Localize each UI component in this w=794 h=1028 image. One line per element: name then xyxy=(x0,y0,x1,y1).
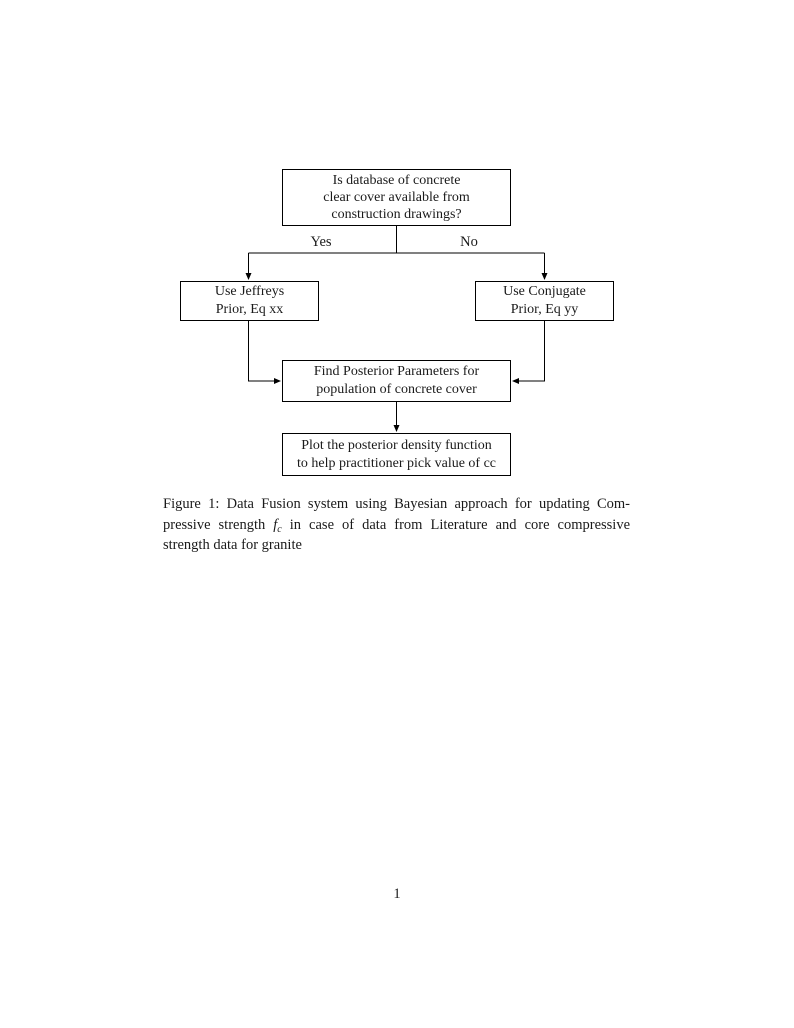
connector-conjugate-to-posterior xyxy=(512,321,545,384)
figure-caption-line-3: strength data for granite xyxy=(163,537,302,553)
plot-posterior-box-line: to help practitioner pick value of cc xyxy=(296,455,497,471)
plot-posterior-box-line: Plot the posterior density function xyxy=(301,437,492,453)
math-fc-symbol: f xyxy=(273,516,278,533)
caption-text-before-math: pressive strength xyxy=(163,516,266,533)
decision-box-line: Is database of concrete xyxy=(332,173,461,188)
conjugate-prior-box: Use Conjugate Prior, Eq yy xyxy=(475,281,614,321)
posterior-parameters-box-line: Find Posterior Parameters for xyxy=(313,364,480,379)
jeffreys-prior-box: Use Jeffreys Prior, Eq xx xyxy=(180,281,319,321)
yes-branch-label: Yes xyxy=(310,234,332,250)
conjugate-prior-box-line: Use Conjugate xyxy=(503,284,586,299)
conjugate-prior-box-line: Prior, Eq yy xyxy=(510,302,579,317)
posterior-parameters-box-line: population of concrete cover xyxy=(316,382,477,397)
decision-box-line: construction drawings? xyxy=(331,207,462,222)
page-number: 1 xyxy=(393,886,401,902)
decision-box-line: clear cover available from xyxy=(323,190,470,205)
caption-text-after-math: in case of data from Literature and core… xyxy=(289,516,631,533)
jeffreys-prior-box-line: Prior, Eq xx xyxy=(215,302,284,317)
math-fc-subscript: c xyxy=(277,523,282,535)
jeffreys-prior-box-line: Use Jeffreys xyxy=(214,284,285,299)
figure-caption: Figure 1: Data Fusion system using Bayes… xyxy=(163,494,630,556)
connector-jeffreys-to-posterior xyxy=(248,321,281,384)
decision-box: Is database of concrete clear cover avai… xyxy=(282,169,511,226)
figure-caption-line-1: Figure 1: Data Fusion system using Bayes… xyxy=(163,496,630,512)
posterior-parameters-box: Find Posterior Parameters for population… xyxy=(282,360,511,402)
figure-caption-line-2: pressive strength fc in case of data fro… xyxy=(163,515,630,536)
plot-posterior-box: Plot the posterior density function to h… xyxy=(282,433,511,476)
no-branch-label: No xyxy=(460,234,478,250)
